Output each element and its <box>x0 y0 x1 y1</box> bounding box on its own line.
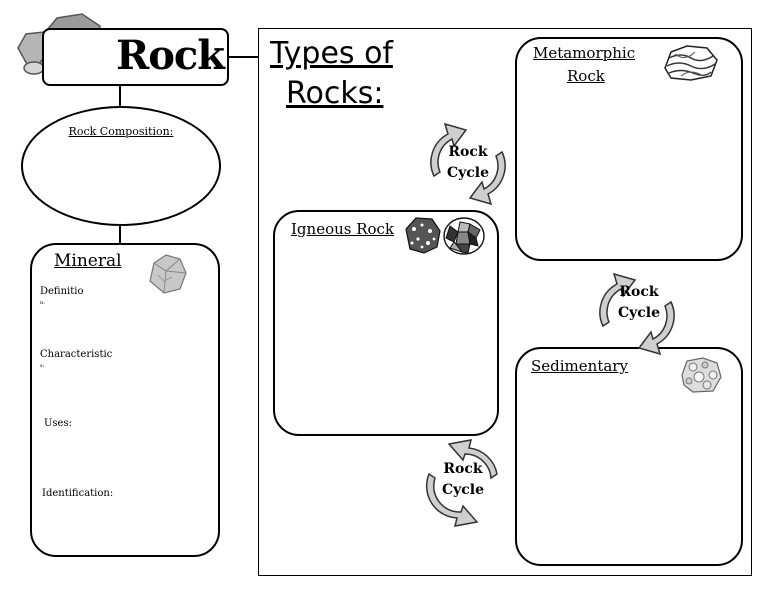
rock-cycle-label-1: Rock Cycle <box>438 142 498 184</box>
rock-cycle-arrows-icon-2 <box>599 272 675 356</box>
metamorphic-box: Metamorphic Rock <box>515 37 743 261</box>
rock-cycle-3-line1: Rock <box>443 461 483 477</box>
igneous-title: Igneous Rock <box>291 220 395 238</box>
definition-label: Definitio <box>40 286 84 297</box>
rock-composition-ellipse: Rock Composition: <box>21 106 221 226</box>
characteristics-suffix: s: <box>40 363 45 369</box>
rock-cycle-3-line2: Cycle <box>441 482 485 498</box>
rock-cycle-label-2: Rock Cycle <box>609 282 669 324</box>
rock-cycle-1-line2: Cycle <box>446 165 490 181</box>
igneous-granite-icon <box>405 217 441 254</box>
sedimentary-title: Sedimentary <box>531 357 628 375</box>
rock-cycle-label-3: Rock Cycle <box>433 459 493 501</box>
rock-composition-label: Rock Composition: <box>68 125 174 138</box>
identification-label: Identification: <box>42 488 114 499</box>
rock-cycle-arrows-icon-3 <box>425 439 498 527</box>
rock-cycle-1-line1: Rock <box>448 144 488 160</box>
types-title-line1: Types of <box>270 36 393 71</box>
connector-title-to-composition <box>119 86 121 106</box>
igneous-box: Igneous Rock <box>273 210 499 436</box>
igneous-mosaic-icon <box>443 217 485 255</box>
connector-title-to-frame <box>229 56 258 58</box>
uses-label: Uses: <box>44 418 72 429</box>
page-title: Rock <box>116 32 225 79</box>
types-title: Types of Rocks: <box>270 34 393 114</box>
sedimentary-rock-icon <box>681 357 722 393</box>
types-title-line2: Rocks: <box>286 76 384 111</box>
rock-cycle-2-line1: Rock <box>619 284 659 300</box>
rock-cycle-arrows-icon-1 <box>430 122 506 206</box>
connector-composition-to-mineral <box>119 226 121 243</box>
metamorphic-title-line1: Metamorphic <box>533 44 636 62</box>
mineral-title: Mineral <box>54 251 122 271</box>
characteristics-label: Characteristic <box>40 349 113 360</box>
metamorphic-title-line2: Rock <box>567 67 605 85</box>
metamorphic-rock-icon <box>664 45 718 81</box>
sedimentary-box: Sedimentary <box>515 347 743 566</box>
title-box: Rock <box>42 28 229 86</box>
mineral-crystal-icon <box>149 254 187 294</box>
mineral-box: Mineral Definitio n: Characteristic s: U… <box>30 243 220 557</box>
definition-suffix: n: <box>40 300 45 306</box>
rock-cycle-2-line2: Cycle <box>617 305 661 321</box>
